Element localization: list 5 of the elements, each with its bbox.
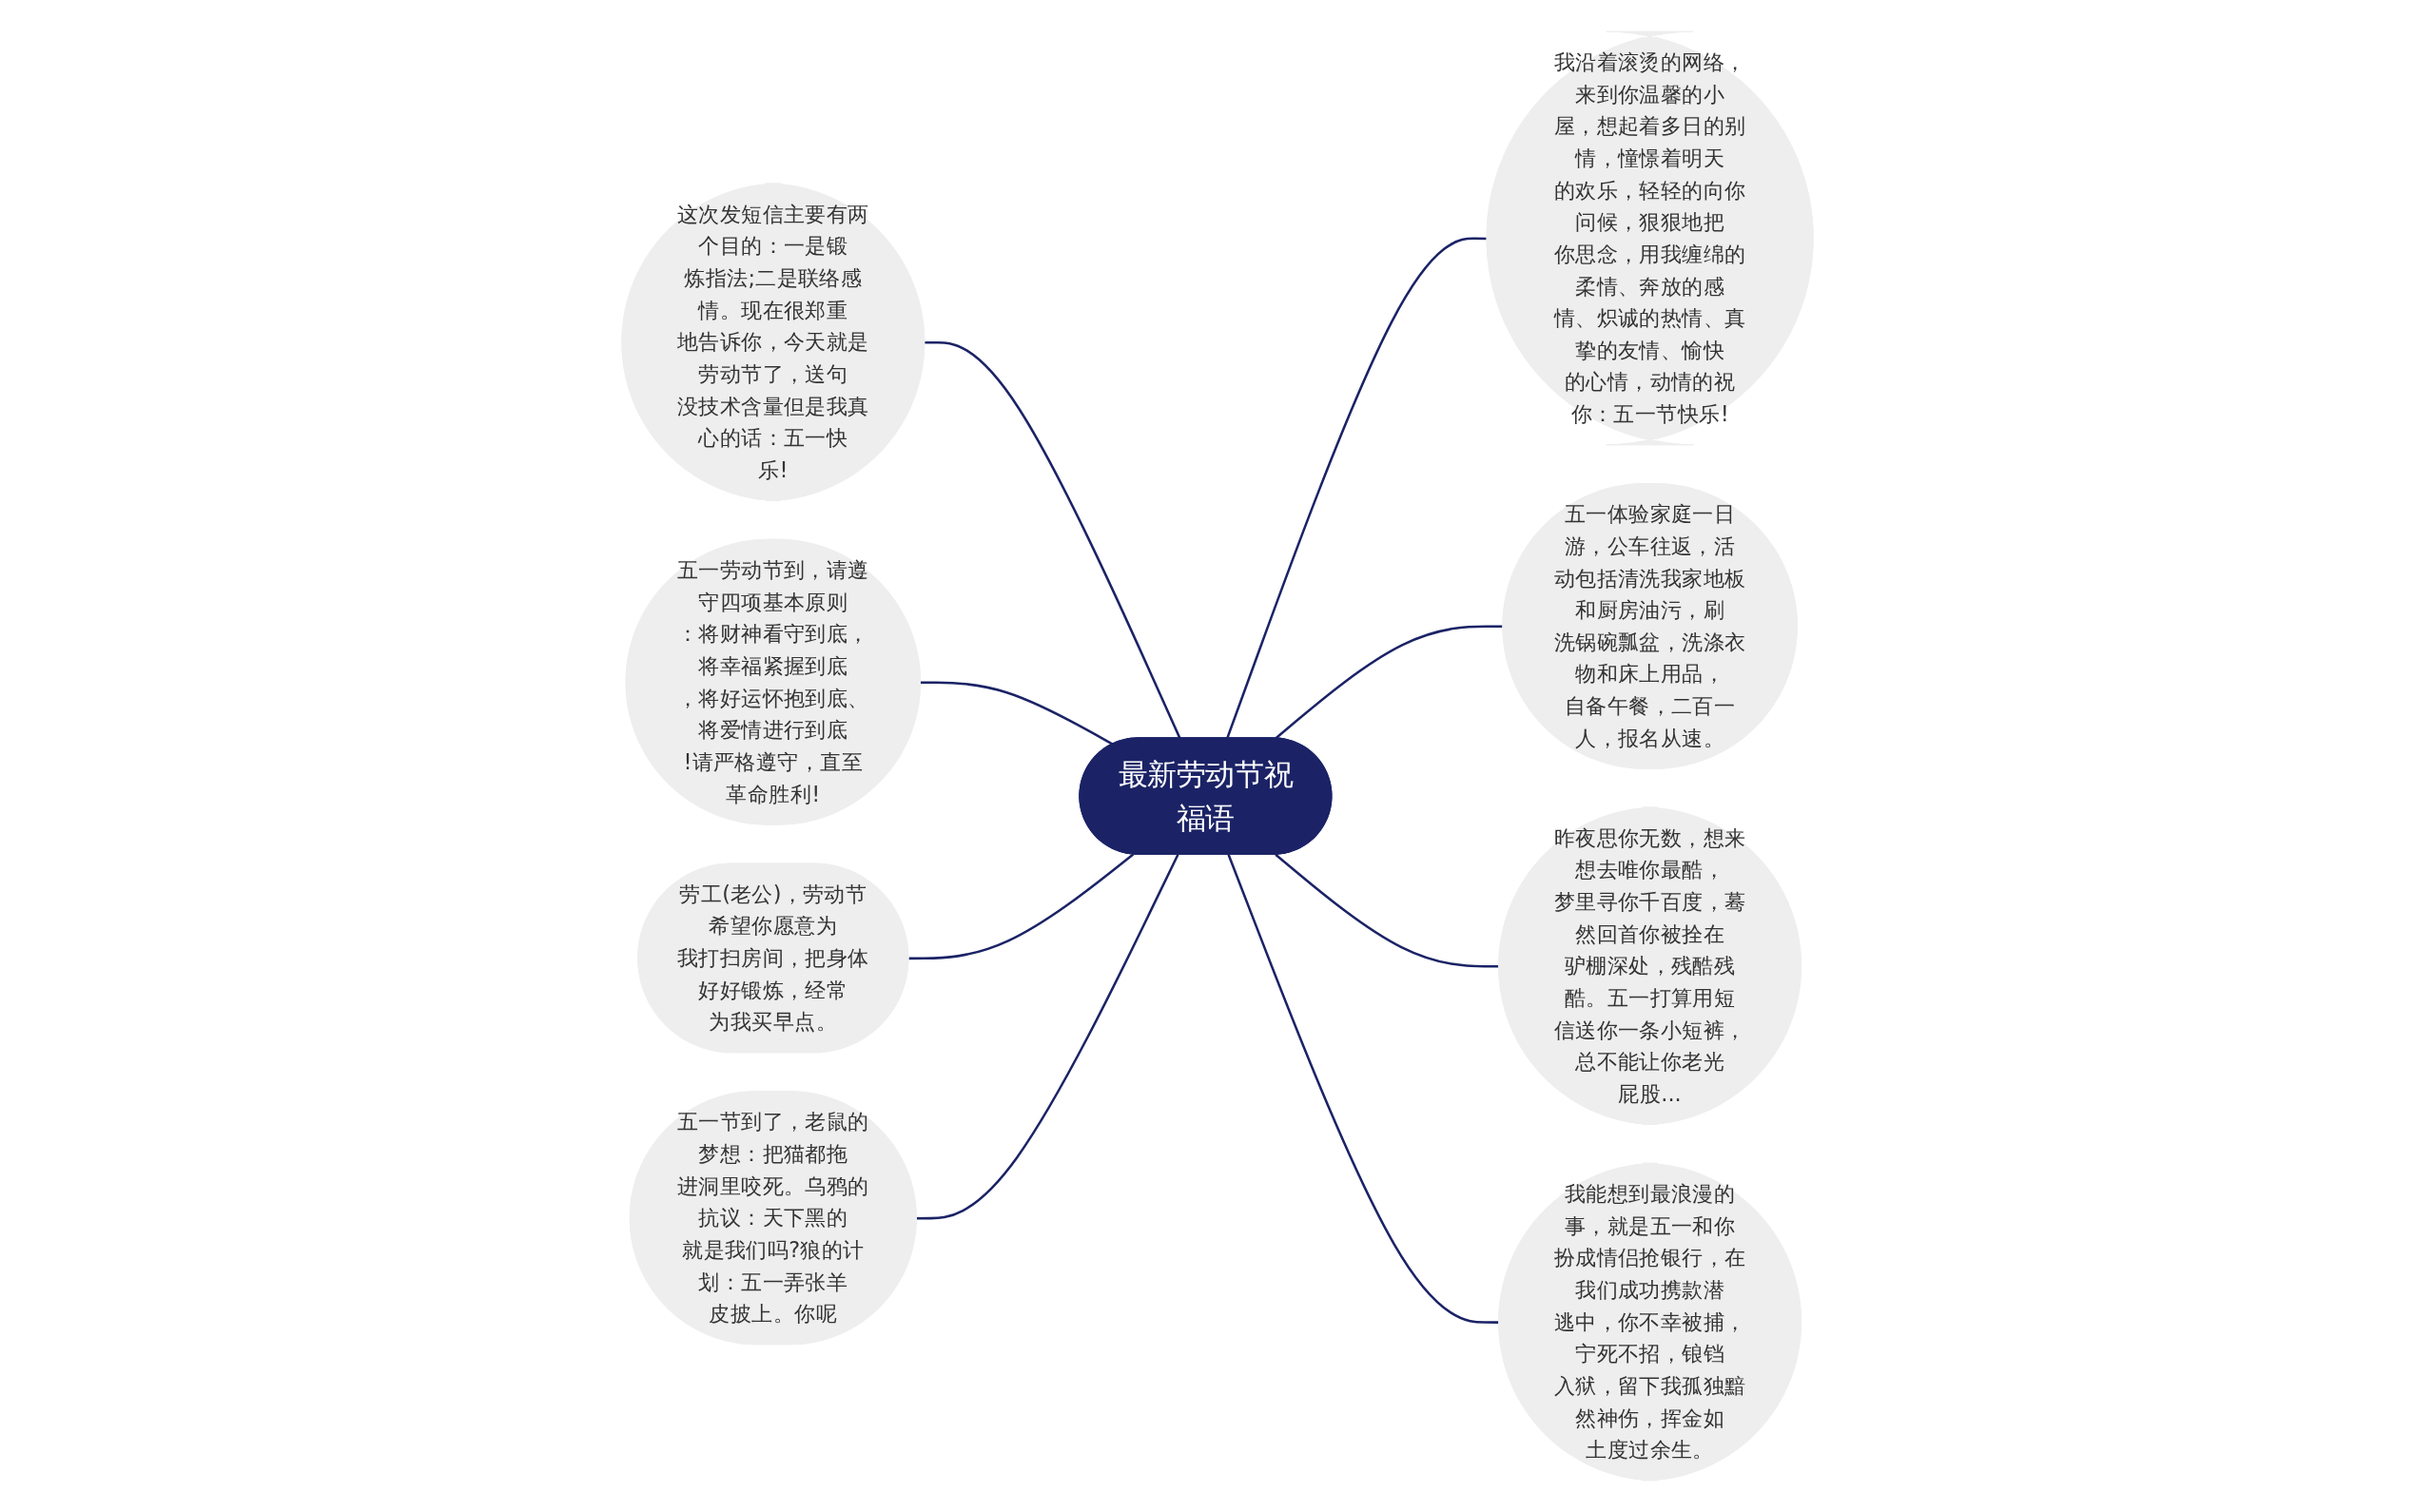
connector (1226, 237, 1488, 739)
connector (908, 853, 1135, 960)
connector (925, 340, 1181, 739)
connector (921, 681, 1114, 746)
connector (916, 854, 1179, 1220)
